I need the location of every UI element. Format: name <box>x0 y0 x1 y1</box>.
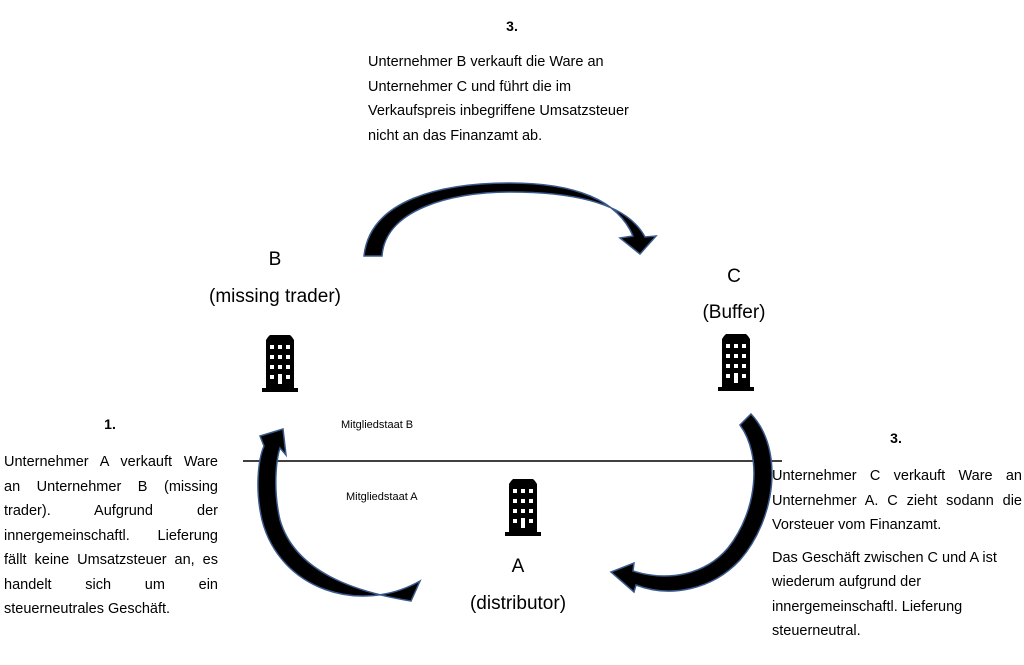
state-label-b: Mitgliedstaat B <box>341 419 414 431</box>
step-right-number: 3. <box>890 430 902 446</box>
entity-a-role: (distributor) <box>469 593 567 614</box>
step-top-line: Verkaufspreis inbegriffene Umsatzsteuer <box>368 103 629 119</box>
step-left-line: Unternehmer A verkauft Ware <box>4 454 218 470</box>
building-icon-a <box>505 479 541 536</box>
arrow-a-to-b <box>257 428 422 602</box>
step-top-description: Unternehmer B verkauft die Ware an Unter… <box>368 50 668 148</box>
step-right-line: wiederum aufgrund der <box>772 574 922 590</box>
step-right-description: Unternehmer C verkauft Ware an Unternehm… <box>772 464 1022 644</box>
building-icon-c <box>718 334 754 391</box>
step-right-line: steuerneutral. <box>772 623 861 639</box>
step-top-line: Unternehmer C und führt die im <box>368 78 572 95</box>
step-top-line: Unternehmer B verkauft die Ware an <box>368 54 604 70</box>
step-left-line: innergemeinschaftl. Lieferung <box>4 527 218 544</box>
step-right-line: Unternehmer C verkauft Ware an <box>772 468 1022 484</box>
entity-a-letter: A <box>511 556 525 577</box>
step-left-number: 1. <box>104 416 116 432</box>
arrow-b-to-c <box>363 182 658 257</box>
step-left-line: handelt sich um ein <box>4 576 218 593</box>
step-left-line: trader). Aufgrund der <box>4 503 218 519</box>
entity-c-role: (Buffer) <box>702 302 766 323</box>
step-right-line: innergemeinschaftl. Lieferung <box>772 598 963 615</box>
entity-c-letter: C <box>727 266 741 287</box>
step-right-line: Unternehmer A. C zieht sodann die <box>772 492 1022 509</box>
entity-b-role: (missing trader) <box>209 286 341 307</box>
step-right-line: Das Geschäft zwischen C und A ist <box>772 549 997 566</box>
state-label-a: Mitgliedstaat A <box>346 491 418 503</box>
step-left-description: Unternehmer A verkauft Ware an Unternehm… <box>4 450 218 622</box>
building-icon-b <box>262 335 298 392</box>
step-right-line: Vorsteuer vom Finanzamt. <box>772 517 942 533</box>
entity-b-letter: B <box>268 249 282 270</box>
step-left-line: fällt keine Umsatzsteuer an, es <box>4 552 218 568</box>
step-left-line: an Unternehmer B (missing <box>4 478 218 495</box>
step-left-line: steuerneutrales Geschäft. <box>4 601 171 617</box>
arrow-c-to-a <box>609 412 773 594</box>
step-top-number: 3. <box>506 18 518 34</box>
step-top-line: nicht an das Finanzamt ab. <box>368 127 543 144</box>
